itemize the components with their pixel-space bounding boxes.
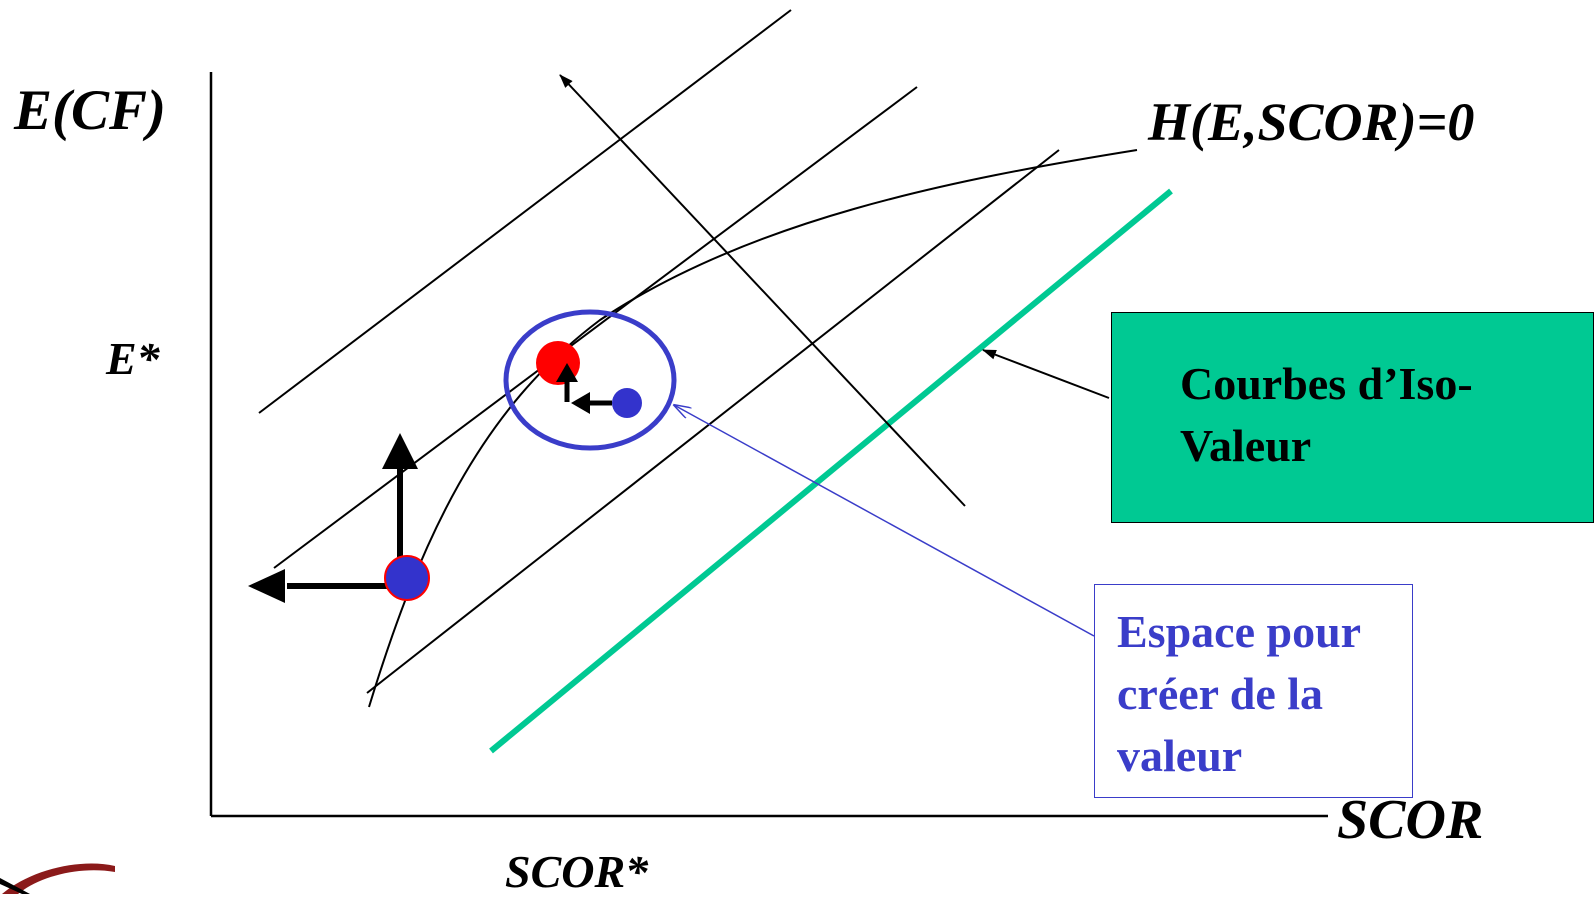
curve-label: H(E,SCOR)=0: [1148, 92, 1475, 152]
blue-point-small: [612, 388, 642, 418]
left-arrowhead: [248, 569, 285, 603]
x-axis-label: SCOR: [1337, 789, 1484, 851]
scor-star-label: SCOR*: [505, 846, 649, 897]
green-iso-line: [489, 188, 1173, 754]
y-axis-label: E(CF): [14, 79, 167, 142]
up-arrowhead: [382, 433, 418, 469]
iso-value-box: Courbes d’Iso-Valeur: [1111, 312, 1594, 523]
blue-point-large: [384, 555, 430, 601]
small-up-arrowhead: [556, 363, 578, 382]
iso-line-1: [258, 9, 792, 414]
iso-line-3: [366, 149, 1060, 694]
small-left-arrowhead: [571, 392, 590, 414]
iso-line-2: [273, 86, 918, 569]
e-star-label: E*: [106, 333, 160, 384]
value-space-ellipse: [503, 309, 677, 451]
value-space-box: Espace pour créer de la valeur: [1094, 584, 1413, 798]
value-space-text: Espace pour créer de la valeur: [1117, 606, 1361, 781]
iso-pointer-arrow: [982, 349, 1110, 399]
space-pointer-arrow: [674, 405, 1095, 637]
frontier-curve: [368, 149, 1138, 708]
iso-value-text: Courbes d’Iso-Valeur: [1180, 358, 1473, 471]
logo-icon: [0, 863, 115, 894]
value-direction-arrow: [559, 74, 966, 507]
